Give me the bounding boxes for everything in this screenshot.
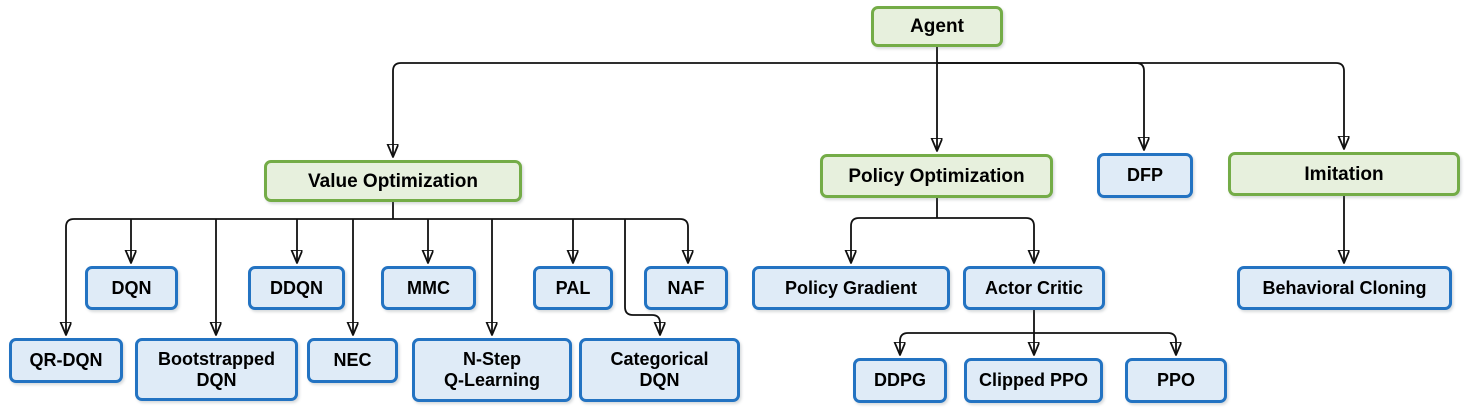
node-value-optimization-label: Value Optimization [308, 170, 478, 192]
node-qr-dqn: QR-DQN [9, 338, 123, 383]
node-pal: PAL [533, 266, 613, 310]
node-bootstrapped-dqn: Bootstrapped DQN [135, 338, 298, 401]
node-policy-optimization-label: Policy Optimization [848, 165, 1025, 187]
edge-agent-dfp [937, 62, 1144, 150]
node-dqn-label: DQN [111, 277, 152, 298]
node-ppo: PPO [1125, 358, 1227, 403]
node-naf-label: NAF [667, 277, 705, 298]
edge-agent-value-optimization [393, 62, 937, 157]
node-ddqn: DDQN [248, 266, 345, 310]
node-policy-gradient: Policy Gradient [752, 266, 950, 310]
node-ddpg: DDPG [853, 358, 947, 403]
edge-actor-critic-ddpg [900, 332, 1034, 355]
edge-value-opt-categorical-dqn [624, 219, 660, 335]
node-imitation-label: Imitation [1304, 163, 1384, 185]
node-ppo-label: PPO [1156, 370, 1195, 390]
node-clipped-ppo: Clipped PPO [964, 358, 1103, 403]
edge-policy-opt-actor-critic [937, 217, 1034, 263]
node-ddqn-label: DDQN [270, 277, 323, 298]
node-actor-critic: Actor Critic [963, 266, 1105, 310]
edge-value-opt-naf [393, 218, 688, 263]
node-clipped-ppo-label: Clipped PPO [978, 370, 1088, 390]
node-behavioral-cloning-label: Behavioral Cloning [1262, 277, 1427, 298]
node-n-step-q-learning-label: N-Step Q-Learning [443, 349, 540, 390]
node-dfp-label: DFP [1127, 165, 1163, 185]
edge-agent-imitation [937, 62, 1344, 149]
node-mmc: MMC [381, 266, 476, 310]
node-agent: Agent [871, 6, 1003, 47]
node-pal-label: PAL [555, 277, 591, 298]
node-ddpg-label: DDPG [873, 370, 926, 390]
node-agent-label: Agent [910, 16, 964, 37]
node-nec: NEC [307, 338, 398, 383]
node-categorical-dqn: Categorical DQN [579, 338, 740, 402]
node-value-optimization: Value Optimization [264, 160, 522, 202]
node-dqn: DQN [85, 266, 178, 310]
node-naf: NAF [644, 266, 728, 310]
node-behavioral-cloning: Behavioral Cloning [1237, 266, 1452, 310]
node-n-step-q-learning: N-Step Q-Learning [412, 338, 572, 402]
edge-actor-critic-ppo [1034, 332, 1176, 355]
node-policy-optimization: Policy Optimization [820, 154, 1053, 198]
node-dfp: DFP [1097, 153, 1193, 198]
node-nec-label: NEC [333, 350, 372, 370]
node-bootstrapped-dqn-label: Bootstrapped DQN [158, 348, 275, 390]
node-categorical-dqn-label: Categorical DQN [610, 349, 709, 390]
node-imitation: Imitation [1228, 152, 1460, 196]
node-policy-gradient-label: Policy Gradient [784, 277, 918, 298]
node-qr-dqn-label: QR-DQN [29, 350, 103, 370]
node-actor-critic-label: Actor Critic [984, 277, 1083, 298]
edge-policy-opt-policy-gradient [851, 217, 937, 263]
edge-value-opt-qr-dqn [66, 218, 393, 335]
node-mmc-label: MMC [407, 277, 450, 298]
